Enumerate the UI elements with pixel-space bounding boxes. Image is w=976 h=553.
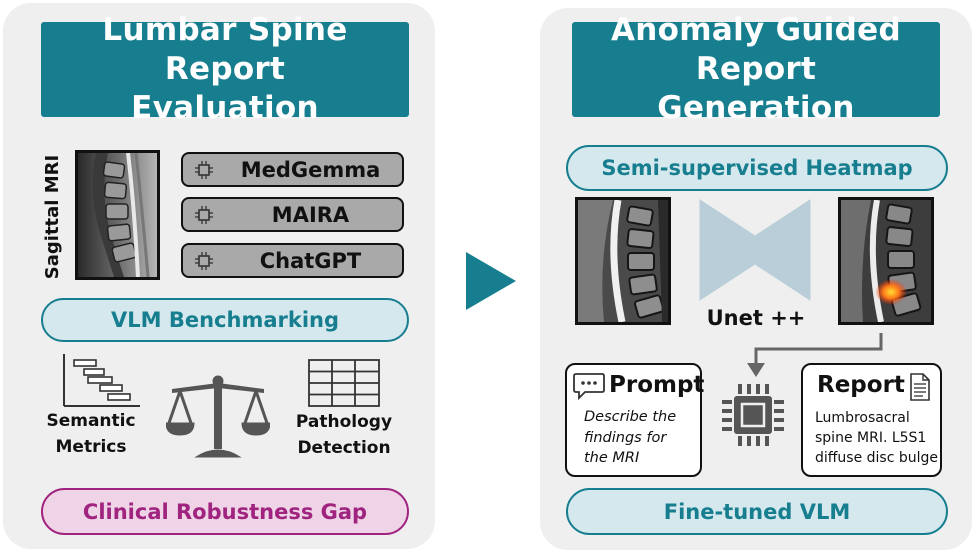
- mri-label: Sagittal MRI: [42, 154, 63, 280]
- fine-tuned-vlm-pill: Fine-tuned VLM: [566, 488, 948, 535]
- report-text: Lumbrosacral spine MRI. L5S1 diffuse dis…: [815, 410, 939, 466]
- unet-diagram-icon: [699, 199, 811, 301]
- speech-bubble-icon: [573, 373, 605, 400]
- chip-icon: [195, 161, 213, 179]
- connector-arrow-icon: [747, 333, 883, 377]
- prompt-text: Describe the findings for the MRI: [584, 409, 677, 467]
- right-panel-title: Anomaly Guided Report Generation: [572, 12, 940, 126]
- play-arrow-icon: [466, 252, 516, 310]
- semi-supervised-heatmap-pill: Semi-supervised Heatmap: [566, 145, 948, 191]
- report-card: Report Lumbrosacral spine MRI. L5S1 diff…: [801, 363, 942, 477]
- model-label: MAIRA: [271, 202, 350, 227]
- gantt-chart-icon: [63, 354, 140, 407]
- left-panel-title: Lumbar Spine Report Evaluation: [41, 12, 409, 126]
- chip-icon: [195, 252, 213, 270]
- balance-scale-icon: [166, 375, 270, 458]
- semantic-metrics-label: Semantic Metrics: [46, 411, 136, 458]
- prompt-title: Prompt: [609, 372, 705, 398]
- model-chatgpt: ChatGPT: [181, 243, 404, 278]
- unet-label: Unet ++: [706, 306, 806, 330]
- model-label: ChatGPT: [259, 248, 362, 273]
- chip-icon: [195, 206, 213, 224]
- processor-icon: [722, 384, 784, 446]
- report-title: Report: [817, 372, 905, 398]
- sagittal-mri-image: [75, 150, 160, 280]
- heatmap-mri-image: [838, 197, 934, 325]
- pathology-detection-label: Pathology Detection: [295, 412, 393, 458]
- model-medgemma: MedGemma: [181, 152, 404, 187]
- grid-table-icon: [308, 359, 380, 407]
- document-icon: [910, 373, 930, 401]
- input-mri-image: [575, 197, 671, 325]
- vlm-benchmarking-pill: VLM Benchmarking: [41, 298, 409, 342]
- clinical-robustness-gap-pill: Clinical Robustness Gap: [41, 488, 409, 535]
- model-maira: MAIRA: [181, 197, 404, 232]
- model-label: MedGemma: [240, 157, 381, 182]
- prompt-card: Prompt Describe the findings for the MRI: [565, 363, 705, 477]
